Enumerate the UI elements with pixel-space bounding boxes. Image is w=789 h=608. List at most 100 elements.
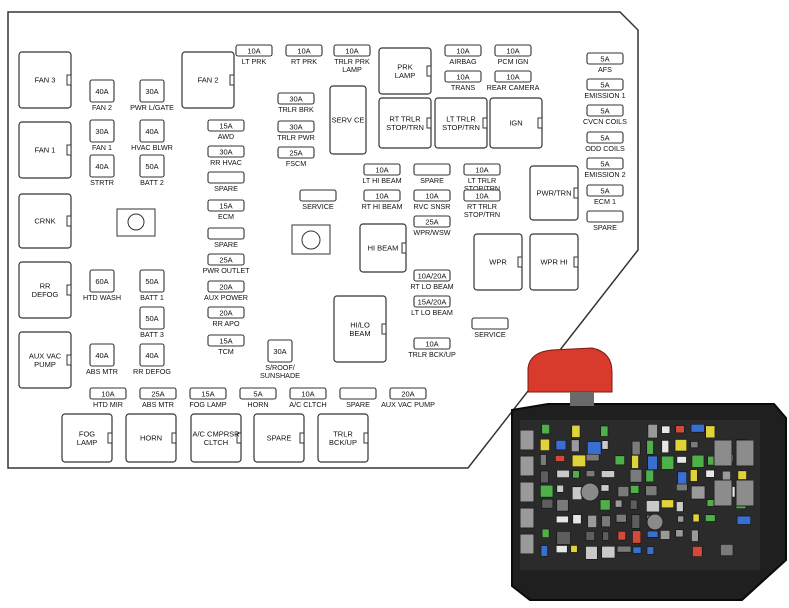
- fuse-label: ODD COILS: [585, 144, 625, 153]
- fuse-label: STRTR: [90, 178, 114, 187]
- relay-label: PWR/TRN: [537, 189, 572, 198]
- fuse-rating: 15A: [201, 390, 214, 399]
- fuse-rating: 10A: [506, 73, 519, 82]
- fuse-rating: 10A: [247, 47, 260, 56]
- relay-ign: IGN: [489, 97, 543, 149]
- fuse-rating: 5A: [600, 81, 609, 90]
- fuse-label: ECM 1: [594, 197, 616, 206]
- relay-label: RT TRLR: [389, 114, 421, 123]
- fuse-rating: 30A: [95, 127, 108, 136]
- fuse-label: SPARE: [593, 223, 617, 232]
- relay-serv-ce: SERV CE: [329, 85, 367, 155]
- fuse-rating: 25A: [425, 218, 438, 227]
- fuse-label: FAN 2: [92, 103, 112, 112]
- fuse-label: BATT 3: [140, 330, 164, 339]
- fuse-rating: 25A: [151, 390, 164, 399]
- relay-label: WPR HI: [540, 258, 567, 267]
- relay-spare-relay: SPARE: [253, 413, 305, 463]
- fuse-rating: 30A: [289, 95, 302, 104]
- fuse-label: WPR/WSW: [413, 228, 450, 237]
- fuse-rating: 30A: [145, 87, 158, 96]
- fuse-label: TRANS: [451, 83, 476, 92]
- relay-label: LAMP: [395, 71, 415, 80]
- fuse-rating: 30A: [273, 347, 286, 356]
- fuse-label: RT LO BEAM: [410, 282, 453, 291]
- fuse-rating: 10A: [375, 192, 388, 201]
- fuse-rating: 10A: [475, 192, 488, 201]
- fuse-rating: 15A: [219, 202, 232, 211]
- fuse-rating: 30A: [289, 123, 302, 132]
- relay-hi-beam: HI BEAM: [359, 223, 407, 273]
- fuse-label: RT TRLR: [467, 202, 497, 211]
- fuse-rating: 20A: [219, 283, 232, 292]
- relay-label: HORN: [140, 434, 162, 443]
- fuse-rating: 10A: [425, 192, 438, 201]
- fuse-spare-bottom: SPARE: [339, 387, 377, 409]
- relay-label: TRLR: [333, 429, 353, 438]
- fuse-label: RR HVAC: [210, 158, 242, 167]
- relay-label: LT TRLR: [446, 114, 476, 123]
- battery-terminal-cap: [527, 347, 613, 393]
- fuse-label: EMISSION 1: [584, 91, 625, 100]
- fuse-label: LT PRK: [242, 57, 267, 66]
- fuse-label: HORN: [247, 400, 268, 409]
- fuse-label: ABS MTR: [142, 400, 174, 409]
- fuse-label: HTD MIR: [93, 400, 123, 409]
- fuse-label: SUNSHADE: [260, 371, 300, 380]
- fuse-label: REAR CAMERA: [487, 83, 540, 92]
- relay-label: STOP/TRN: [386, 123, 424, 132]
- fuse-label: AUX POWER: [204, 293, 248, 302]
- fuse-label: FSCM: [286, 159, 306, 168]
- fuse-rating: 5A: [253, 390, 262, 399]
- fuse-label: TRLR BCK/UP: [408, 350, 456, 359]
- fuse-label: FOG LAMP: [189, 400, 226, 409]
- bolt-1: [116, 208, 156, 237]
- fuse-rating: 25A: [289, 149, 302, 158]
- relay-label: LAMP: [77, 438, 97, 447]
- relay-label: BCK/UP: [329, 438, 357, 447]
- fuse-label: LT TRLR: [468, 176, 496, 185]
- fuse-rating: 10A: [506, 47, 519, 56]
- fuse-label: SPARE: [214, 240, 238, 249]
- relay-label: STOP/TRN: [442, 123, 480, 132]
- fuse-label: LT LO BEAM: [411, 308, 453, 317]
- fuse-rating: 5A: [600, 187, 609, 196]
- fuse-label: SERVICE: [302, 202, 334, 211]
- relay-label: PRK: [397, 62, 412, 71]
- fuse-spare-right: SPARE: [586, 210, 624, 232]
- fuse-rating: 20A: [401, 390, 414, 399]
- fuse-spare-center: SPARE: [413, 163, 451, 185]
- fuse-label: HVAC BLWR: [131, 143, 173, 152]
- relay-label: BEAM: [349, 329, 370, 338]
- fuse-label: ECM: [218, 212, 234, 221]
- relay-pwr-trn: PWR/TRN: [529, 165, 579, 221]
